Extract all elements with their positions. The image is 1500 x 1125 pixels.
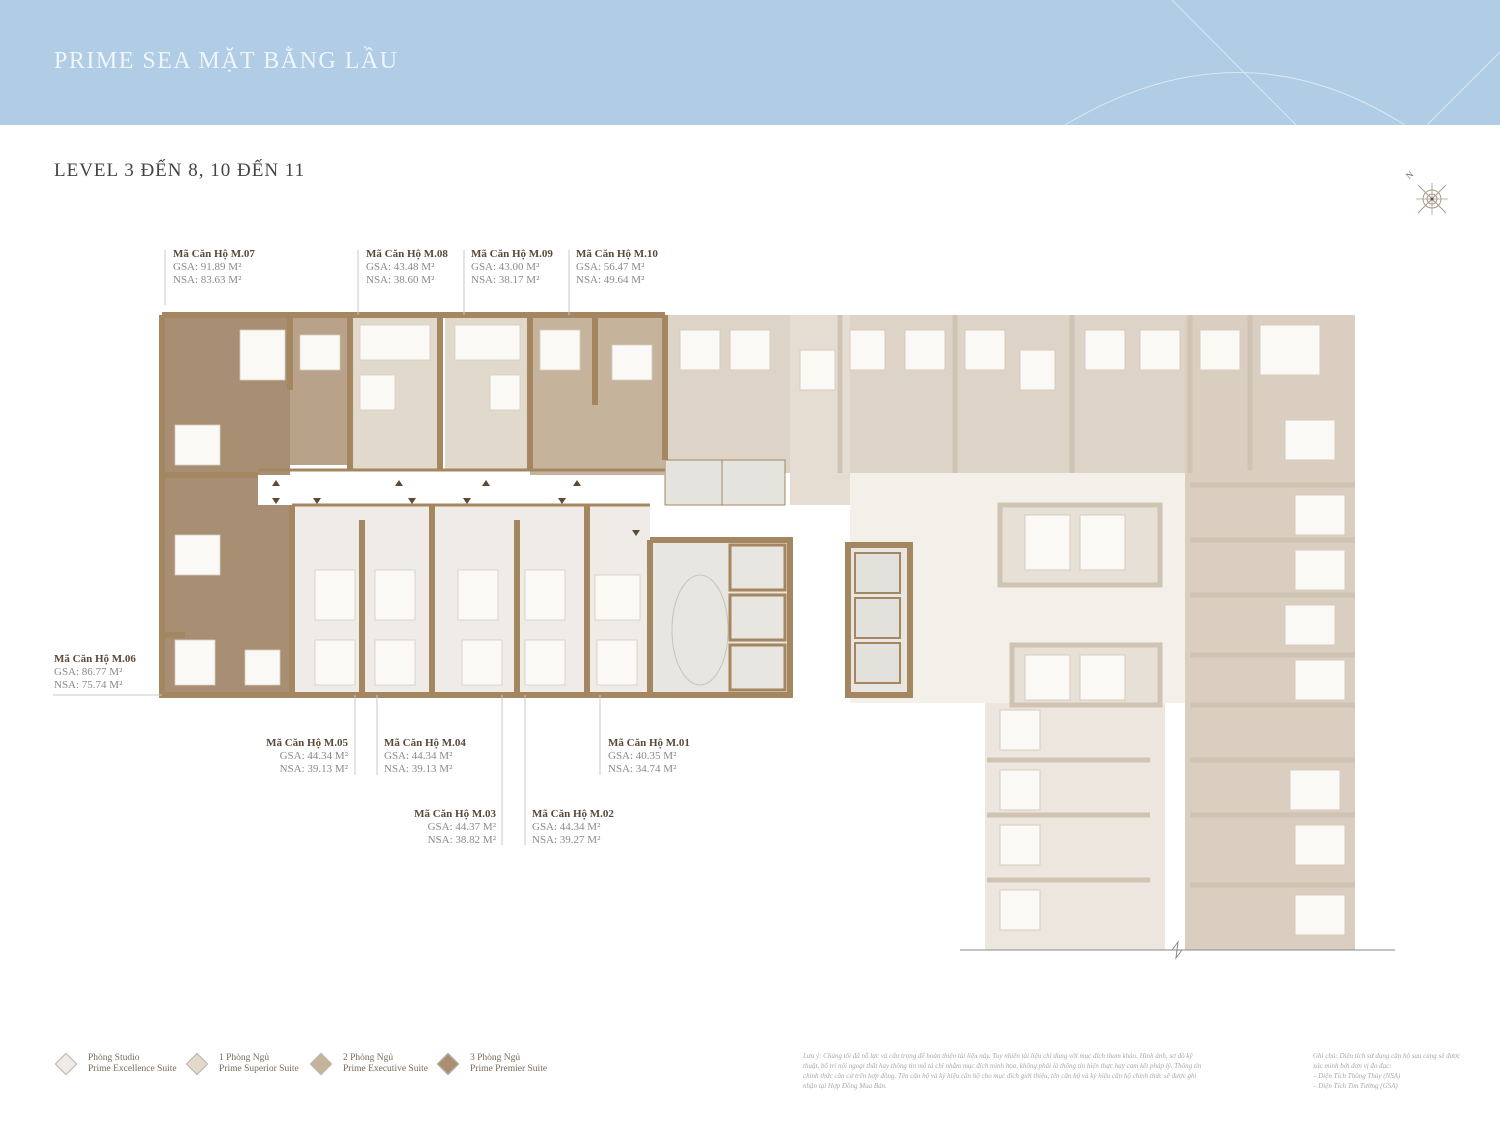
unit-label-m06: Mã Căn Hộ M.06 GSA: 86.77 M² NSA: 75.74 … (54, 653, 136, 691)
header-banner: PRIME SEA MẶT BẰNG LẦU (0, 0, 1500, 125)
level-title: LEVEL 3 ĐẾN 8, 10 ĐẾN 11 (54, 160, 306, 181)
legend-item-3-bedroom: 3 Phòng Ngủ Prime Premier Suite (436, 1052, 547, 1076)
page-title: PRIME SEA MẶT BẰNG LẦU (54, 48, 399, 74)
unit-label-m01: Mã Căn Hộ M.01 GSA: 40.35 M² NSA: 34.74 … (608, 737, 690, 775)
unit-label-m09: Mã Căn Hộ M.09 GSA: 43.00 M² NSA: 38.17 … (471, 248, 553, 286)
legend-item-2-bedroom: 2 Phòng Ngủ Prime Executive Suite (309, 1052, 428, 1076)
unit-label-m05: Mã Căn Hộ M.05 GSA: 44.34 M² NSA: 39.13 … (266, 737, 348, 775)
unit-label-m10: Mã Căn Hộ M.10 GSA: 56.47 M² NSA: 49.64 … (576, 248, 658, 286)
svg-text:N: N (1404, 169, 1416, 181)
unit-label-m02: Mã Căn Hộ M.02 GSA: 44.34 M² NSA: 39.27 … (532, 808, 614, 846)
unit-label-m07: Mã Căn Hộ M.07 GSA: 91.89 M² NSA: 83.63 … (173, 248, 255, 286)
one-bedroom-swatch-icon (185, 1052, 209, 1076)
two-bedroom-swatch-icon (309, 1052, 333, 1076)
legend-item-1-bedroom: 1 Phòng Ngủ Prime Superior Suite (185, 1052, 299, 1076)
compass-rose-icon: N (1400, 165, 1450, 220)
unit-label-m04: Mã Căn Hộ M.04 GSA: 44.34 M² NSA: 39.13 … (384, 737, 466, 775)
disclaimer-text: Lưu ý: Chúng tôi đã nỗ lực và cẩn trọng … (803, 1052, 1202, 1090)
banner-decoration (1064, 0, 1500, 125)
area-note: Ghi chú: Diện tích sử dụng căn hộ sau cù… (1313, 1052, 1461, 1090)
unit-label-m08: Mã Căn Hộ M.08 GSA: 43.48 M² NSA: 38.60 … (366, 248, 448, 286)
three-bedroom-swatch-icon (436, 1052, 460, 1076)
legend-item-studio: Phòng Studio Prime Excellence Suite (54, 1052, 177, 1076)
studio-swatch-icon (54, 1052, 78, 1076)
unit-label-m03: Mã Căn Hộ M.03 GSA: 44.37 M² NSA: 38.82 … (414, 808, 496, 846)
